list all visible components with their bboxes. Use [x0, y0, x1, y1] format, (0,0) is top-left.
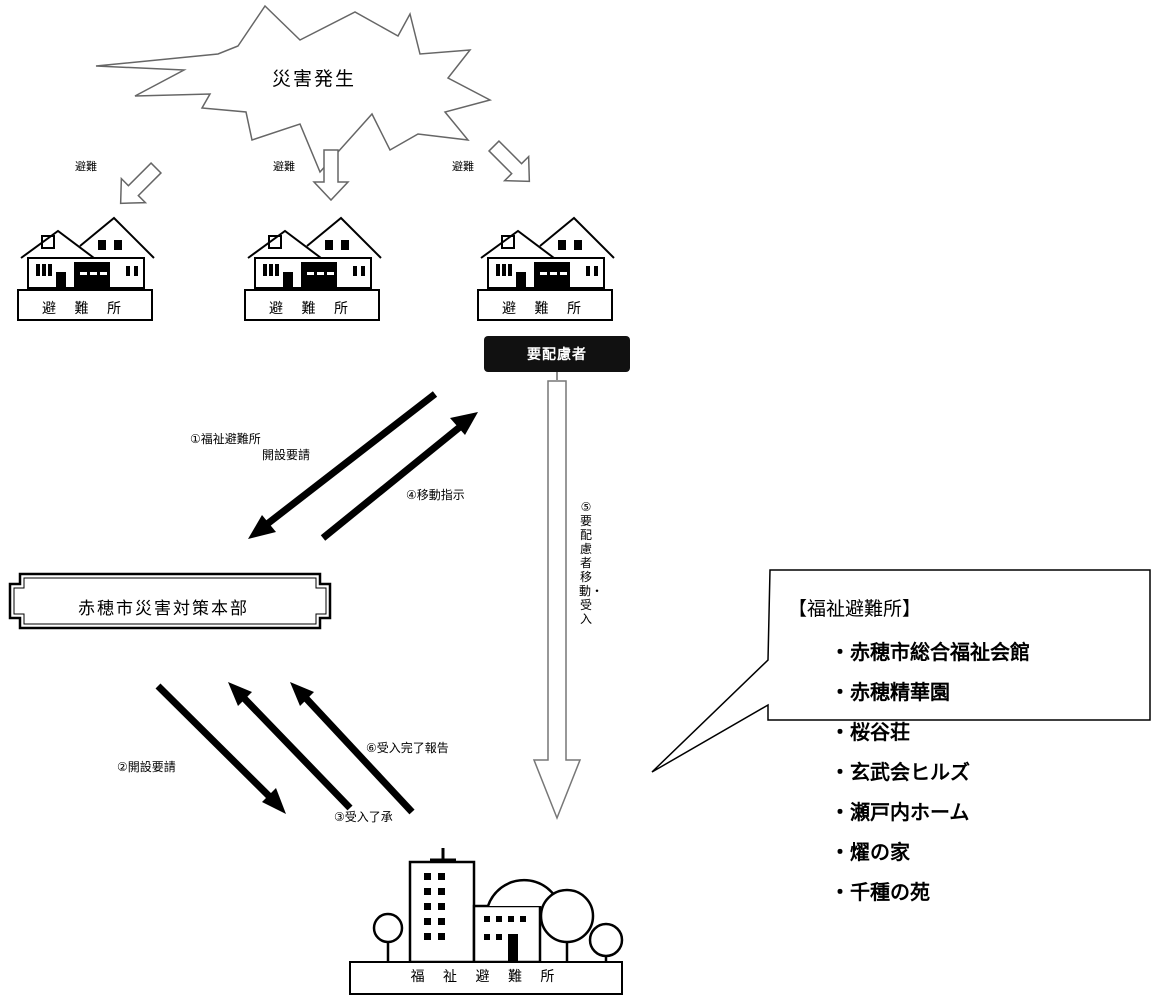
step2-arrow [155, 683, 278, 805]
facility-list: ・赤穂市総合福祉会館 ・赤穂精華園 ・桜谷荘 ・玄武会ヒルズ ・瀬戸内ホーム ・… [830, 640, 1030, 920]
step1-label-line1: ①福祉避難所 [190, 432, 261, 446]
evacuation-label: 避難 [452, 160, 474, 173]
step5-arrow [532, 380, 582, 821]
shelter-label: 避 難 所 [42, 301, 128, 317]
step6-label: ⑥受入完了報告 [366, 741, 449, 755]
evacuation-arrow-right [481, 133, 543, 195]
facility-list-item: ・赤穂精華園 [830, 680, 950, 704]
step6-arrow [299, 691, 415, 815]
facility-list-item: ・瀬戸内ホーム [830, 800, 970, 824]
step3-label: ③受入了承 [334, 810, 393, 824]
step1-arrow [259, 391, 438, 531]
facility-list-item: ・燿の家 [830, 840, 910, 864]
facility-list-item: ・桜谷荘 [830, 720, 910, 744]
welfare-shelter-label: 福 祉 避 難 所 [410, 969, 562, 985]
facility-list-item: ・玄武会ヒルズ [830, 760, 970, 784]
step5-label: ⑤要配慮者移動・受入 [579, 500, 604, 626]
disaster-burst [95, 4, 493, 174]
facility-list-item: ・赤穂市総合福祉会館 [830, 640, 1030, 664]
evacuation-arrow-left [107, 155, 169, 217]
facility-list-title: 【福祉避難所】 [788, 598, 922, 620]
hq-box [8, 572, 332, 630]
evacuation-label: 避難 [75, 160, 97, 173]
evacuation-label: 避難 [273, 160, 295, 173]
step4-arrow [320, 419, 469, 541]
shelter-label: 避 難 所 [269, 301, 355, 317]
disaster-label: 災害発生 [272, 68, 357, 90]
priority-person-badge: 要配慮者 [484, 336, 630, 372]
facility-callout [651, 569, 1151, 773]
step1-label-line2: 開設要請 [262, 448, 311, 462]
shelter-label: 避 難 所 [502, 301, 588, 317]
hq-label: 赤穂市災害対策本部 [78, 599, 249, 619]
step3-arrow [237, 691, 353, 811]
step2-label: ②開設要請 [117, 760, 176, 774]
step4-label: ④移動指示 [406, 488, 465, 502]
facility-list-item: ・千種の苑 [830, 880, 930, 904]
welfare-shelter-building-icon [349, 848, 624, 995]
